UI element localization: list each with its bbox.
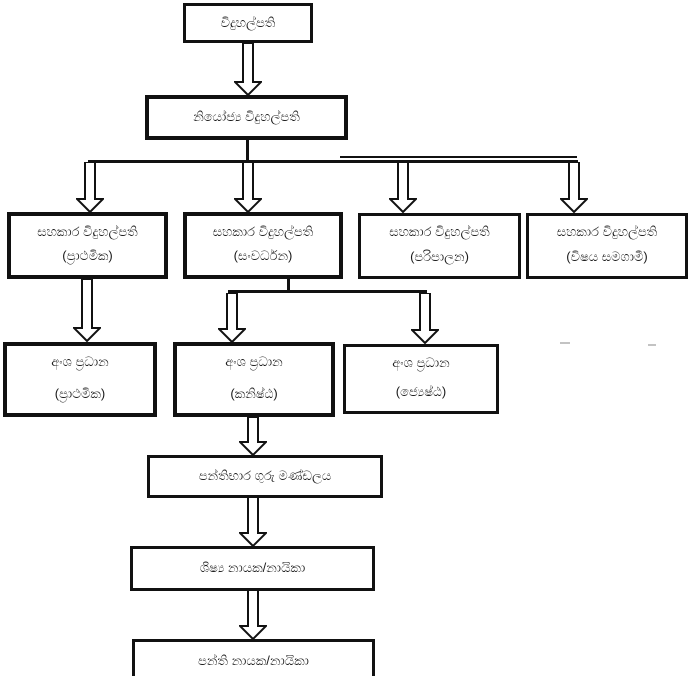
scan-artifact-dash	[560, 342, 570, 344]
node-ap-cocurricular-label: සහකාර විදුහල්පති	[556, 224, 658, 239]
down-arrow-to-class-teacher-board	[239, 417, 267, 456]
down-arrow-to-ap-primary	[76, 162, 104, 213]
node-ap-administration-division: (පරිපාලන)	[410, 249, 469, 265]
node-class-leaders-label: පන්ති නායක/නායිකා	[198, 653, 309, 669]
node-sh-senior-division: (ජ්‍යෙෂ්ඨ)	[395, 384, 447, 400]
node-student-leaders-label: ශිෂ්‍ය නායක/නායිකා	[199, 560, 306, 576]
down-arrow-to-sh-junior	[218, 293, 246, 343]
down-arrow-to-student-leaders	[239, 497, 267, 547]
node-class-teacher-board-label: පන්තිභාර ගුරු මණ්ඩලය	[198, 468, 332, 484]
node-sh-junior: අංශ ප්‍රධාන (කනිෂ්ඨ)	[173, 342, 335, 417]
node-deputy-principal-label: නියෝජ්‍ය විදුහල්පති	[193, 109, 300, 125]
scan-artifact-dash	[648, 344, 656, 346]
connector-deputy-stub	[246, 140, 249, 164]
node-sh-primary-division: (ප්‍රාථමික)	[54, 386, 106, 402]
node-ap-primary: සහකාර විදුහල්පති (ප්‍රාථමික)	[7, 212, 168, 279]
node-sh-primary: අංශ ප්‍රධාන (ප්‍රාථමික)	[3, 342, 157, 417]
node-student-leaders: ශිෂ්‍ය නායක/නායිකා	[130, 546, 375, 591]
node-ap-primary-division: (ප්‍රාථමික)	[62, 248, 113, 264]
down-arrow-to-ap-administration	[389, 162, 417, 213]
node-sh-junior-label: අංශ ප්‍රධාන	[225, 354, 283, 369]
node-class-teacher-board: පන්තිභාර ගුරු මණ්ඩලය	[147, 455, 383, 498]
node-ap-administration-label: සහකාර විදුහල්පති	[389, 224, 490, 239]
node-ap-primary-label: සහකාර විදුහල්පති	[37, 224, 138, 239]
down-arrow-to-ap-cocurricular	[560, 162, 588, 213]
node-ap-cocurricular: සහකාර විදුහල්පති (විෂය සමගාමී)	[526, 213, 688, 279]
node-class-leaders: පන්ති නායක/නායිකා	[132, 639, 375, 676]
node-sh-senior-label: අංශ ප්‍රධාන	[392, 355, 450, 370]
connector-deputy-horizontal	[88, 160, 578, 163]
down-arrow-to-ap-development	[234, 162, 262, 213]
node-ap-cocurricular-division: (විෂය සමගාමී)	[566, 249, 648, 265]
node-sh-junior-division: (කනිෂ්ඨ)	[230, 386, 278, 402]
node-sh-senior: අංශ ප්‍රධාන (ජ්‍යෙෂ්ඨ)	[343, 344, 499, 414]
node-deputy-principal: නියෝජ්‍ය විදුහල්පති	[145, 95, 348, 140]
down-arrow-to-sh-senior	[411, 293, 439, 344]
node-ap-development: සහකාර විදුහල්පති (සංවර්ධන)	[183, 212, 343, 279]
node-ap-development-label: සහකාර විදුහල්පති	[212, 224, 314, 239]
down-arrow-principal-to-deputy	[234, 43, 262, 96]
node-ap-development-division: (සංවර්ධන)	[233, 248, 293, 264]
down-arrow-to-class-leaders	[239, 590, 267, 640]
node-principal-label: විදුහල්පති	[220, 14, 276, 30]
down-arrow-to-sh-primary	[73, 279, 101, 342]
connector-development-horizontal	[228, 290, 427, 293]
node-sh-primary-label: අංශ ප්‍රධාන	[51, 354, 109, 369]
node-principal: විදුහල්පති	[183, 3, 313, 43]
connector-development-stub	[287, 279, 290, 292]
node-ap-administration: සහකාර විදුහල්පති (පරිපාලන)	[358, 213, 521, 279]
connector-deputy-horizontal-doubled	[340, 156, 577, 158]
